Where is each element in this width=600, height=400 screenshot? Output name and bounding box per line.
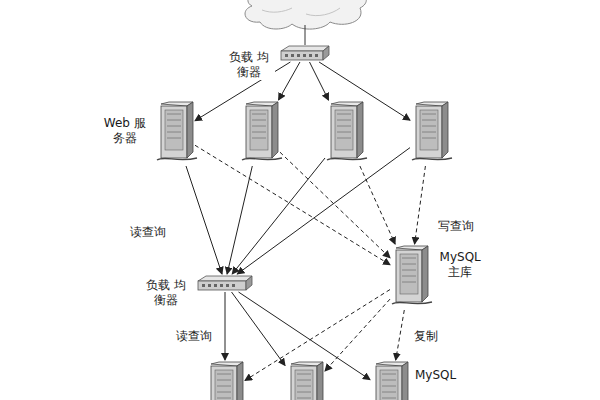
server-node: MySQL 主库 [392,246,428,308]
server-icon [327,102,363,164]
solid-arrow [225,292,226,360]
solid-arrow [186,166,222,274]
edge-label: 读查询 [174,328,214,344]
solid-arrow [279,62,300,100]
solid-arrow [232,292,285,366]
server-icon [207,362,243,400]
node-label: 负载 均衡器 [140,278,192,308]
dashed-arrow [396,310,405,360]
node-label: MySQL 主库 [434,250,486,280]
edge-label: 读查询 [128,224,168,240]
server-icon [157,102,193,164]
load-balancer-icon [198,276,252,290]
solid-arrow [310,62,329,100]
server-node [327,102,363,164]
server-icon [412,102,448,164]
server-node: Web 服务器 [157,102,193,164]
server-icon [372,362,408,400]
server-icon [392,246,428,308]
node-label: MySQL [414,368,457,383]
node-label: Web 服务器 [99,116,151,146]
server-node: MySQL [372,362,408,400]
server-icon [287,362,323,400]
dashed-arrow [195,145,390,264]
server-node [242,102,278,164]
load-balancer: 负载 均衡器 [281,46,329,60]
node-label: 负载 均衡器 [223,50,275,80]
server-icon [242,102,278,164]
dashed-arrow [415,166,426,244]
edge-label: 复制 [412,328,440,344]
server-node [207,362,243,400]
edge-label: 写查询 [436,218,476,234]
solid-arrow [227,166,252,274]
dashed-arrow [280,152,390,258]
dashed-arrow [360,166,395,244]
load-balancer-icon [281,46,329,60]
server-node [412,102,448,164]
solid-arrow [237,148,410,274]
server-node [287,362,323,400]
load-balancer: 负载 均衡器 [198,276,252,290]
dashed-arrow [325,299,390,371]
